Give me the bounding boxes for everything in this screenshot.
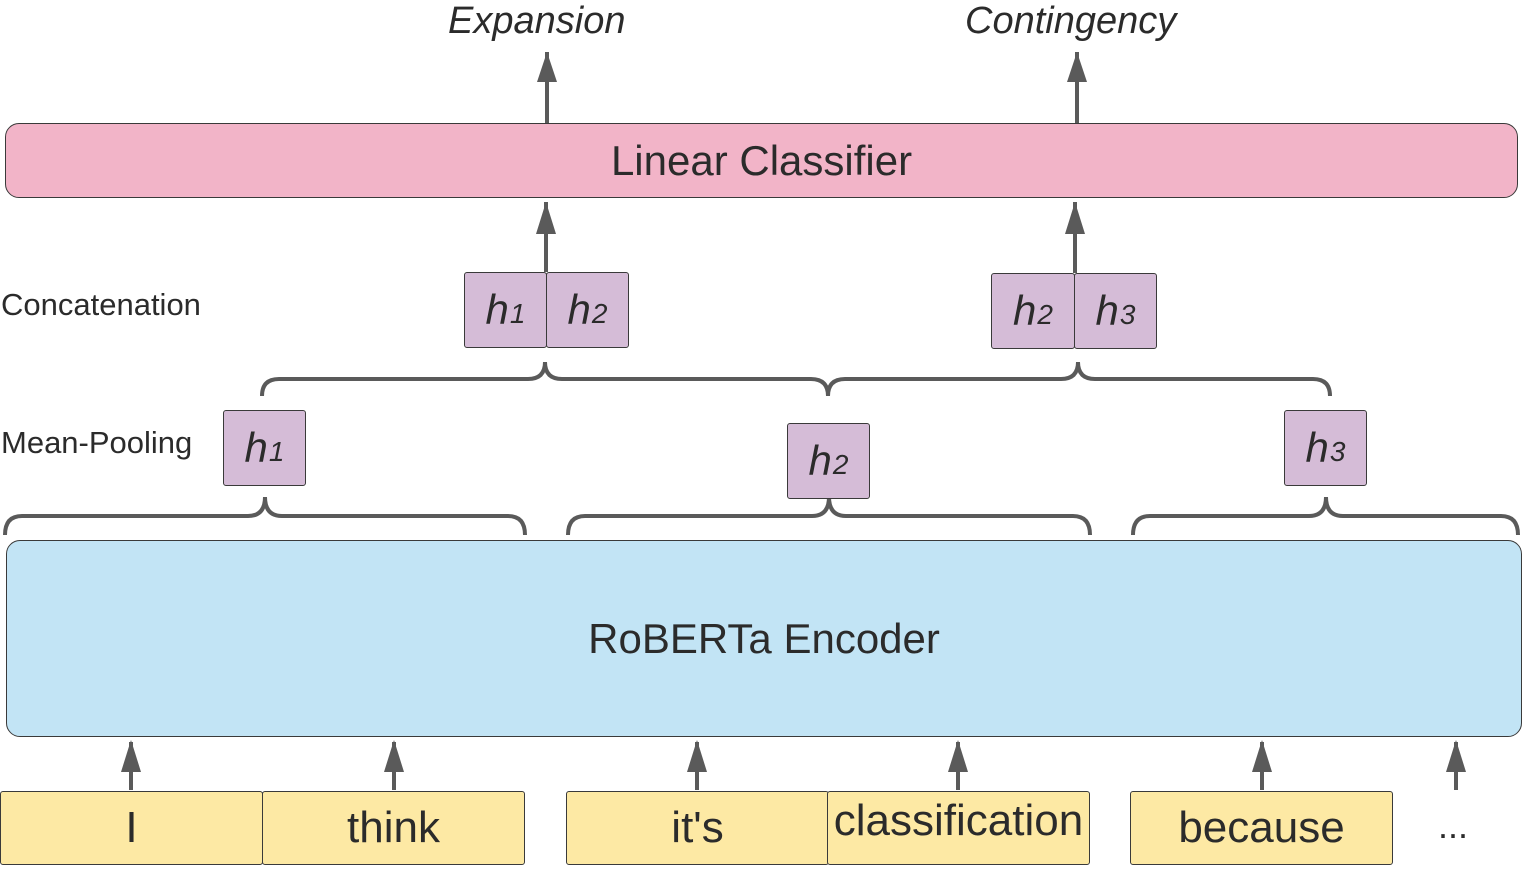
concatenation-label: Concatenation: [1, 287, 201, 322]
token-ellipsis: ...: [1438, 805, 1469, 846]
token-1: I: [0, 791, 263, 865]
linear-classifier: Linear Classifier: [5, 123, 1518, 198]
brace-pool-1: [3, 496, 527, 536]
brace-pair-1: [260, 361, 830, 397]
roberta-encoder: RoBERTa Encoder: [6, 540, 1522, 737]
token-2: think: [262, 791, 525, 865]
output-contingency: Contingency: [965, 0, 1177, 42]
brace-pool-3: [1131, 496, 1520, 536]
token-3: it's: [566, 791, 829, 865]
mean-pooling-label: Mean-Pooling: [1, 425, 193, 460]
token-4: classification: [827, 791, 1090, 865]
brace-pool-2: [566, 496, 1092, 536]
brace-pair-2: [826, 361, 1332, 397]
roberta-encoder-label: RoBERTa Encoder: [588, 614, 940, 662]
token-5: because: [1130, 791, 1393, 865]
linear-classifier-label: Linear Classifier: [610, 136, 913, 184]
output-expansion: Expansion: [448, 0, 626, 42]
